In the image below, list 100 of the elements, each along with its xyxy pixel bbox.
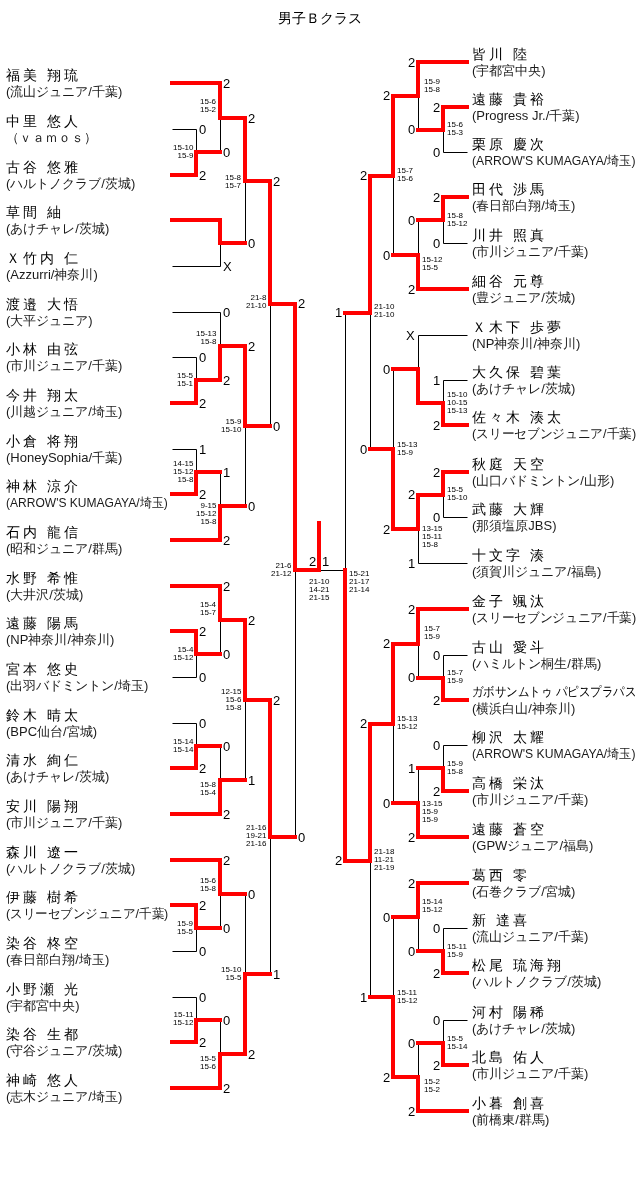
- club-name: (ARROW'S KUMAGAYA/埼玉): [472, 153, 636, 168]
- game-scores: 15-2 15-2: [424, 1078, 440, 1094]
- club-name: (あけチャレ/茨城): [6, 769, 110, 784]
- score-number: 0: [433, 1013, 441, 1027]
- score-number: 2: [199, 1035, 207, 1049]
- game-scores: 15-4 15-7: [200, 601, 216, 617]
- club-name: (ARROW'S KUMAGAYA/埼玉): [6, 495, 168, 510]
- player-name: 水野 希惟: [6, 570, 82, 586]
- score-number: 0: [433, 738, 441, 752]
- club-name: (Azzurri/神奈川): [6, 267, 98, 282]
- game-scores: 15-4 15-12: [173, 646, 194, 662]
- score-number: 0: [199, 122, 207, 136]
- score-number: 0: [383, 248, 391, 262]
- score-number: 2: [433, 100, 441, 114]
- player-name: 武藤 大輝: [472, 501, 548, 517]
- game-scores: 15-11 15-12: [173, 1011, 194, 1027]
- title: 男子Ｂクラス: [278, 9, 362, 27]
- score-number: 0: [273, 419, 281, 433]
- player-name: 田代 渉馬: [472, 181, 548, 197]
- player-name: 北島 佑人: [472, 1049, 548, 1065]
- club-name: (出羽バドミントン/埼玉): [6, 678, 149, 693]
- club-name: (Progress Jr./千葉): [472, 108, 580, 123]
- score-number: X: [406, 328, 415, 342]
- player-name: 葛西 零: [472, 867, 531, 883]
- club-name: (スリーセブンジュニア/千葉): [472, 610, 637, 625]
- score-number: 0: [248, 236, 256, 250]
- game-scores: 13-15 15-9 15-9: [422, 800, 443, 824]
- score-number: 0: [360, 442, 368, 456]
- game-scores: 21-16 19-21 21-16: [246, 824, 267, 848]
- score-number: 2: [199, 168, 207, 182]
- game-scores: 21-18 11-21 21-19: [374, 848, 395, 872]
- score-number: 2: [408, 830, 416, 844]
- game-scores: 15-9 15-5: [177, 920, 193, 936]
- score-number: 0: [433, 921, 441, 935]
- club-name: (石巻クラブ/宮城): [472, 884, 576, 899]
- score-number: 2: [199, 761, 207, 775]
- player-name: 渡邉 大悟: [6, 296, 82, 312]
- game-scores: 15-14 15-12: [422, 898, 443, 914]
- game-scores: 15-5 15-14: [447, 1035, 468, 1051]
- club-name: (流山ジュニア/千葉): [472, 929, 589, 944]
- score-number: 0: [408, 944, 416, 958]
- club-name: (あけチャレ/茨城): [472, 381, 576, 396]
- player-name: 柳沢 太耀: [472, 729, 548, 745]
- score-number: 0: [223, 145, 231, 159]
- player-name: 高橋 栄汰: [472, 775, 548, 791]
- score-number: 0: [223, 305, 231, 319]
- game-scores: 15-5 15-1: [177, 372, 193, 388]
- player-name: 草間 紬: [6, 204, 65, 220]
- score-number: 1: [360, 990, 368, 1004]
- score-number: 2: [360, 168, 368, 182]
- game-scores: 15-10 10-15 15-13: [447, 391, 468, 415]
- game-scores: 15-9 15-8: [424, 78, 440, 94]
- score-number: 0: [383, 796, 391, 810]
- score-number: 2: [223, 1081, 231, 1095]
- club-name: (流山ジュニア/千葉): [6, 84, 123, 99]
- score-number: 0: [199, 350, 207, 364]
- game-scores: 14-15 15-12 15-8: [173, 460, 194, 484]
- score-number: 2: [248, 1047, 256, 1061]
- club-name: (ハミルトン桐生/群馬): [472, 656, 602, 671]
- game-scores: 21-10 21-10: [374, 303, 395, 319]
- club-name: (NP神奈川/神奈川): [6, 632, 115, 647]
- game-scores: 21-8 21-10: [246, 294, 267, 310]
- game-scores: 15-6 15-2: [200, 98, 216, 114]
- club-name: (あけチャレ/茨城): [472, 1021, 576, 1036]
- score-number: 2: [223, 853, 231, 867]
- score-number: 0: [383, 362, 391, 376]
- score-number: 2: [199, 487, 207, 501]
- club-name: (前橋東/群馬): [472, 1112, 550, 1127]
- club-name: (那須塩原JBS): [472, 518, 557, 533]
- club-name: (須賀川ジュニア/福島): [472, 564, 602, 579]
- player-name: 中里 悠人: [6, 113, 82, 129]
- score-number: 1: [322, 554, 330, 568]
- score-number: 2: [199, 396, 207, 410]
- score-number: 2: [199, 898, 207, 912]
- club-name: （ｖａｍｏｓ）: [6, 130, 97, 145]
- club-name: (宇都宮中央): [472, 63, 546, 78]
- game-scores: 13-15 15-11 15-8: [422, 525, 443, 549]
- score-number: 1: [335, 305, 343, 319]
- club-name: (GPWジュニア/福島): [472, 838, 594, 853]
- score-number: 2: [433, 693, 441, 707]
- game-scores: 21-6 21-12: [271, 562, 292, 578]
- club-name: (ハルトノクラブ/茨城): [6, 176, 136, 191]
- player-name: 小林 由弦: [6, 341, 82, 357]
- club-name: (豊ジュニア/茨城): [472, 290, 576, 305]
- score-number: 2: [433, 190, 441, 204]
- score-number: 2: [408, 602, 416, 616]
- score-number: 2: [273, 174, 281, 188]
- game-scores: 15-5 15-6: [200, 1055, 216, 1071]
- game-scores: 15-11 15-9: [447, 943, 467, 959]
- game-scores: 15-6 15-8: [200, 877, 216, 893]
- club-name: (市川ジュニア/千葉): [472, 244, 589, 259]
- score-number: 2: [309, 554, 317, 568]
- game-scores: 12-15 15-6 15-8: [221, 688, 242, 712]
- player-name: 河村 陽稀: [472, 1004, 548, 1020]
- score-number: 0: [199, 990, 207, 1004]
- score-number: 2: [273, 693, 281, 707]
- game-scores: 15-11 15-12: [397, 989, 418, 1005]
- club-name: (ハルトノクラブ/茨城): [472, 974, 602, 989]
- score-number: 2: [335, 853, 343, 867]
- score-number: 2: [223, 579, 231, 593]
